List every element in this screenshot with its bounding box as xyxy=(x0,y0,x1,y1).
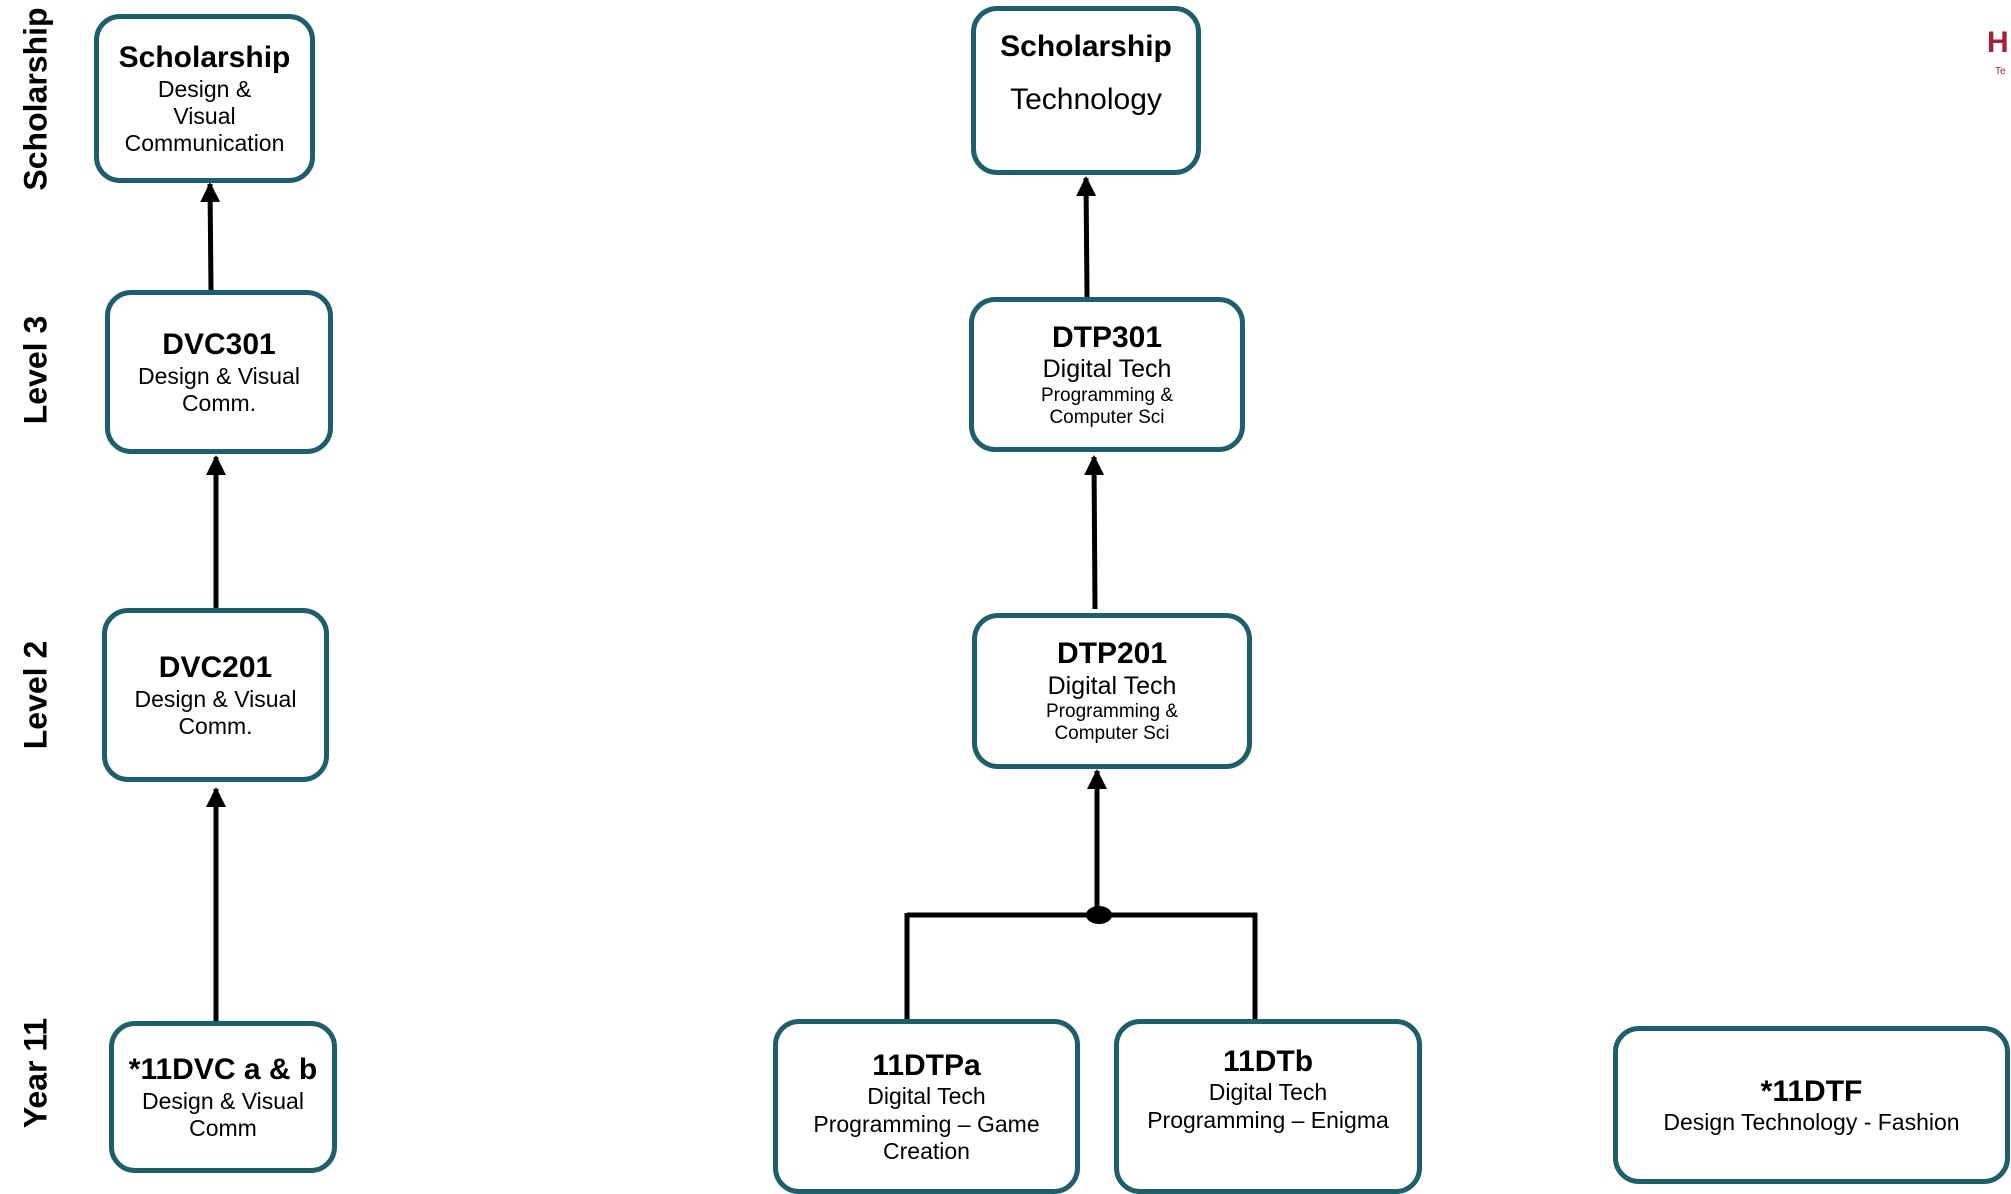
node-title: Scholarship xyxy=(118,41,291,75)
node-subtitle-line3: Communication xyxy=(124,129,285,156)
node-dtp301: DTP301 Digital Tech Programming & Comput… xyxy=(969,297,1245,452)
node-11dtf: *11DTF Design Technology - Fashion xyxy=(1613,1026,2010,1184)
node-title: DTP201 xyxy=(1056,637,1168,671)
brand-logo-letter: H xyxy=(1987,26,2009,59)
node-subtitle-line2: Programming & xyxy=(1041,384,1173,406)
node-title: DVC301 xyxy=(162,328,276,362)
node-title: Scholarship xyxy=(1000,30,1172,63)
node-subtitle-line2: Programming – Game xyxy=(813,1110,1040,1137)
node-title: *11DTF xyxy=(1760,1074,1863,1108)
node-subtitle-line2: Programming – Enigma xyxy=(1147,1106,1389,1133)
junction-dot xyxy=(1086,906,1112,924)
arrow-dtp301-to-scholarship xyxy=(1076,176,1097,298)
node-subtitle-line1: Digital Tech xyxy=(1042,355,1172,384)
node-dvc201: DVC201 Design & Visual Comm. xyxy=(102,608,329,782)
node-subtitle-line1: Design Technology - Fashion xyxy=(1663,1109,1960,1136)
node-subtitle-line1: Design & Visual xyxy=(134,685,297,712)
node-subtitle-line3: Computer Sci xyxy=(1049,406,1165,428)
node-subtitle-line1: Design & xyxy=(157,75,252,102)
arrow-dvc301-to-scholarship xyxy=(200,182,221,291)
node-subtitle-line2: Programming & xyxy=(1046,701,1178,723)
node-subtitle-line2: Comm. xyxy=(181,389,257,416)
node-subtitle-line1: Design & Visual xyxy=(142,1087,304,1114)
arrow-dtp201-to-dtp301 xyxy=(1084,455,1105,610)
node-title: 11DTb xyxy=(1222,1045,1314,1078)
node-title: *11DVC a & b xyxy=(128,1053,318,1087)
node-subtitle-line2: Visual xyxy=(173,102,236,129)
node-subtitle-line3: Creation xyxy=(883,1137,970,1164)
node-dtp201: DTP201 Digital Tech Programming & Comput… xyxy=(972,613,1252,769)
node-dvc301: DVC301 Design & Visual Comm. xyxy=(105,290,333,454)
node-scholarship-dvc: Scholarship Design & Visual Communicatio… xyxy=(94,14,315,183)
node-subtitle-line2: Comm xyxy=(189,1114,257,1141)
node-title: 11DTPa xyxy=(872,1049,981,1082)
node-title: DTP301 xyxy=(1051,320,1163,354)
node-11dtpa: 11DTPa Digital Tech Programming – Game C… xyxy=(773,1019,1080,1194)
node-subtitle-line1: Digital Tech xyxy=(867,1083,986,1110)
node-subtitle-line1: Technology xyxy=(1010,83,1162,117)
node-11dtb: 11DTb Digital Tech Programming – Enigma xyxy=(1114,1019,1422,1194)
node-subtitle-line1: Design & Visual xyxy=(138,362,300,389)
node-subtitle-line1: Digital Tech xyxy=(1047,671,1177,700)
brand-logo-subtext: Te xyxy=(1995,66,2006,77)
node-subtitle-line1: Digital Tech xyxy=(1208,1079,1328,1106)
node-subtitle-line3: Computer Sci xyxy=(1054,723,1170,745)
node-scholarship-technology: Scholarship Technology xyxy=(971,6,1201,175)
node-title: DVC201 xyxy=(158,651,273,685)
node-11dvc: *11DVC a & b Design & Visual Comm xyxy=(109,1021,337,1173)
node-subtitle-line2: Comm. xyxy=(178,712,253,739)
